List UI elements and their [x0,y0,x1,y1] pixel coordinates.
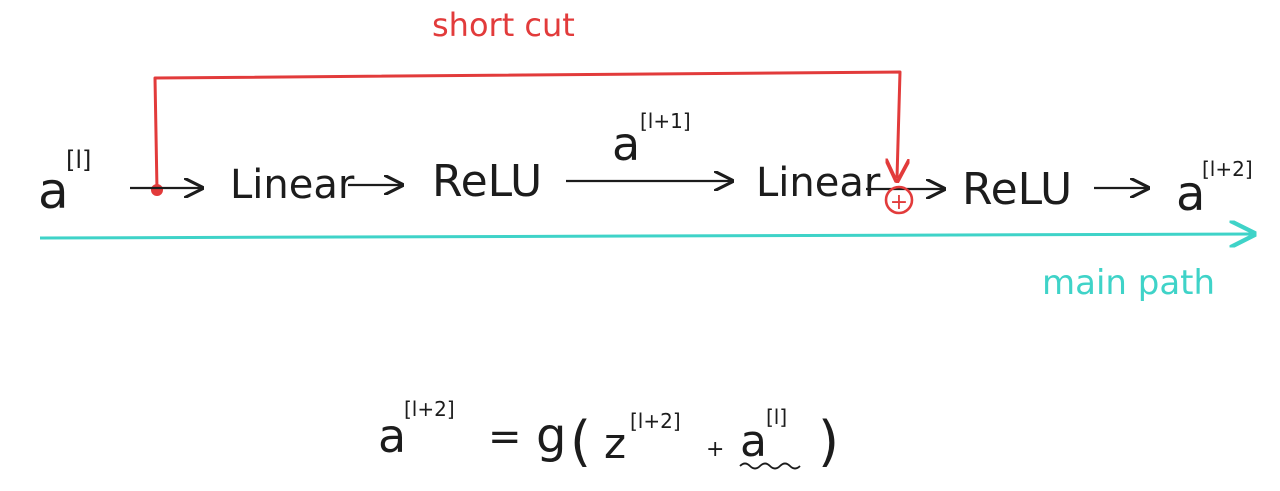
addition-circle [884,185,914,215]
equation-lhs-superscript: [l+2] [404,397,455,421]
node-linear-1: Linear [230,162,355,208]
node-linear-2: Linear [756,160,881,206]
equation-lhs-base: a [378,409,406,463]
input-activation-superscript: [l] [66,146,91,174]
shortcut-arrow [153,70,900,191]
shortcut-label: short cut [432,6,575,44]
main-path-label: main path [1042,263,1215,303]
equation-a-underline-squiggle [739,462,801,470]
addition-symbol: + [890,190,908,215]
residual-equation: a [l+2] = g ( z [l+2] + a [l] ) [378,397,839,473]
addition-node: + [884,185,914,215]
main-path-arrow [39,234,1254,238]
mid-activation-superscript: [l+1] [640,109,691,133]
node-relu-2: ReLU [962,164,1072,215]
equation-z-base: z [604,419,626,468]
equation-z-superscript: [l+2] [630,409,681,433]
equation-close-paren: ) [818,410,839,473]
equation-equals: = [488,414,522,460]
output-activation-base: a [1176,166,1205,222]
equation-open-paren: ( [570,410,591,473]
equation-function-g: g [536,408,566,464]
shortcut-origin-dot [151,184,163,196]
node-input-activation: a [l] [38,146,91,220]
input-activation-base: a [38,162,69,220]
equation-plus: + [706,437,724,462]
node-mid-activation: a [l+1] [612,109,691,171]
equation-a-base: a [740,416,767,467]
node-output-activation: a [l+2] [1176,157,1253,222]
output-activation-superscript: [l+2] [1202,157,1253,181]
node-relu-1: ReLU [432,156,542,207]
equation-a-superscript: [l] [766,405,787,429]
mid-activation-base: a [612,117,640,171]
